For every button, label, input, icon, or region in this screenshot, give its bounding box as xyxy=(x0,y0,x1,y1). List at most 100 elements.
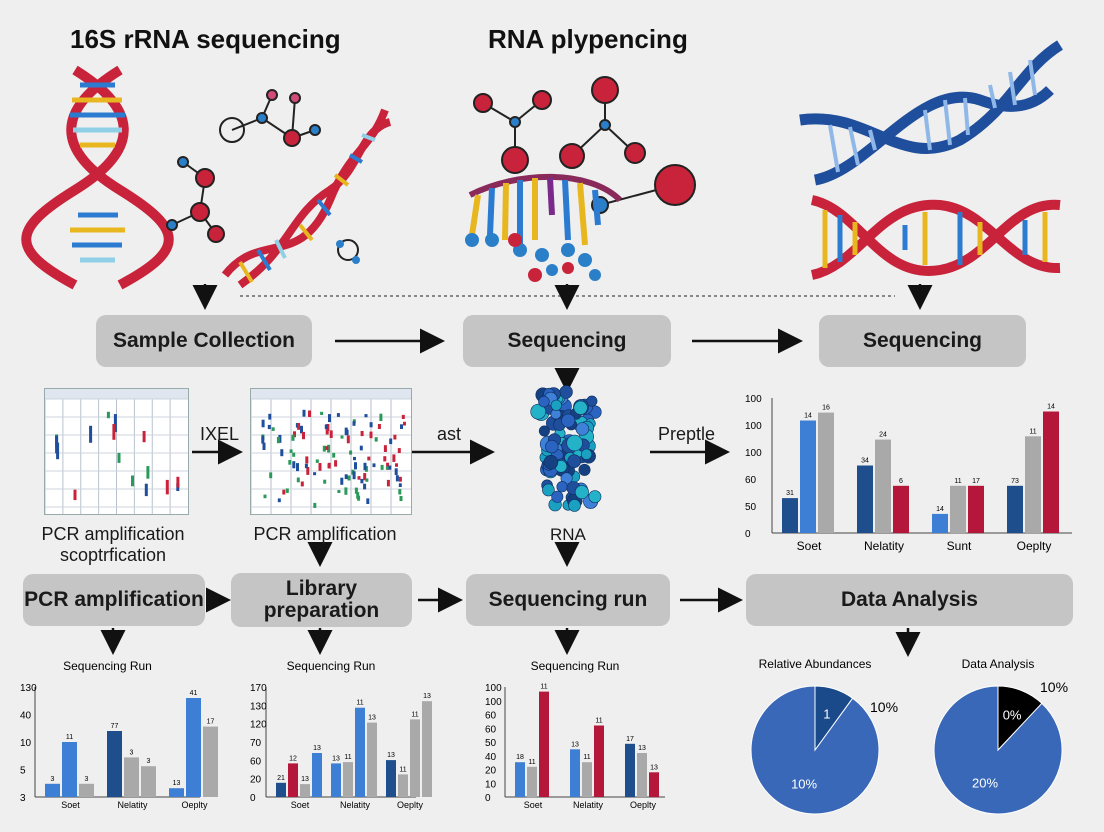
gel-band xyxy=(401,414,405,419)
step-sequencing-right[interactable]: Sequencing xyxy=(819,315,1026,367)
bar xyxy=(950,485,966,534)
bar-label: 11 xyxy=(344,754,351,761)
y-tick-label: 10 xyxy=(485,779,497,790)
arrow-label-ixel: IXEL xyxy=(200,424,240,444)
gel-band xyxy=(372,463,376,468)
y-tick-label: 100 xyxy=(745,448,762,459)
rna-sphere xyxy=(545,439,559,454)
gel-band xyxy=(352,471,356,480)
x-tick-label: Oeplty xyxy=(1017,539,1052,553)
gel2-caption: PCR amplification xyxy=(253,524,397,544)
y-tick-label: 60 xyxy=(745,475,757,486)
bar xyxy=(62,742,77,797)
rna-sphere xyxy=(530,403,547,420)
bar xyxy=(288,763,298,797)
bar-label: 13 xyxy=(423,693,431,700)
bar xyxy=(968,485,984,534)
bar-chart-1: 05060100100100311416Soet34246Nelatity141… xyxy=(745,394,1072,553)
y-tick-label: 40 xyxy=(485,752,497,763)
gel-band xyxy=(360,478,364,484)
step-pcr-amplification[interactable]: PCR amplification xyxy=(23,574,205,626)
bar xyxy=(300,784,310,797)
y-tick-label: 100 xyxy=(485,697,502,708)
bar-label: 11 xyxy=(1029,428,1036,435)
bar xyxy=(637,753,647,797)
bar-label: 17 xyxy=(207,719,215,726)
bar xyxy=(331,763,341,797)
gel-band xyxy=(106,411,110,419)
bar xyxy=(1043,411,1059,533)
gel-band xyxy=(324,424,328,430)
gel-band xyxy=(142,431,146,443)
gel-band xyxy=(315,459,319,463)
gel-band xyxy=(366,498,370,504)
rna-strand-icon xyxy=(465,173,623,282)
rna-sphere xyxy=(575,422,590,436)
gel-band xyxy=(347,475,351,481)
pie-slice xyxy=(750,685,880,815)
pie-slice-label: 0% xyxy=(1003,707,1022,722)
gel-band xyxy=(318,463,322,471)
bar-label: 11 xyxy=(540,684,547,691)
gel-band xyxy=(367,456,371,461)
gel-band xyxy=(276,437,280,444)
pie-outside-label: 10% xyxy=(870,699,898,715)
bar xyxy=(857,465,873,533)
bar xyxy=(800,420,816,533)
gel-band xyxy=(285,488,289,493)
gel-band xyxy=(113,414,117,432)
gel-band xyxy=(377,424,381,429)
gel-band xyxy=(344,474,348,480)
bar-label: 3 xyxy=(130,749,134,756)
gel-band xyxy=(89,425,93,443)
pie-slice-label: 1 xyxy=(823,707,830,722)
gel-band xyxy=(379,413,383,421)
pie-slice-label: 10% xyxy=(791,777,817,792)
bar-label: 41 xyxy=(190,690,198,697)
x-tick-label: Soet xyxy=(61,800,80,810)
gel-band xyxy=(263,494,267,499)
gel-band xyxy=(313,502,317,508)
x-tick-label: Nelatity xyxy=(117,800,148,810)
step-sequencing-run[interactable]: Sequencing run xyxy=(466,574,670,626)
step-sample-collection[interactable]: Sample Collection xyxy=(96,315,312,367)
gel-band xyxy=(346,435,350,444)
step-library-preparation[interactable]: Library preparation xyxy=(231,573,412,627)
rna-sphere xyxy=(573,400,588,415)
y-tick-label: 0 xyxy=(745,529,751,540)
step-sequencing-center[interactable]: Sequencing xyxy=(463,315,671,367)
bar xyxy=(782,498,798,533)
gel-band xyxy=(363,462,367,471)
chart-title: Sequencing Run xyxy=(63,659,152,673)
gel-band xyxy=(364,414,368,418)
bar xyxy=(124,757,139,797)
bar-label: 16 xyxy=(822,405,830,412)
gel-band xyxy=(380,464,384,470)
gel-band xyxy=(363,483,367,490)
bar xyxy=(107,731,122,797)
gel-band xyxy=(389,438,393,445)
bar xyxy=(875,439,891,533)
gel-band xyxy=(386,479,390,487)
gel-band xyxy=(336,413,340,417)
y-tick-label: 60 xyxy=(250,756,262,767)
gel-header xyxy=(251,389,411,399)
gel-band xyxy=(400,424,403,429)
y-tick-label: 3 xyxy=(20,793,26,804)
bar xyxy=(515,762,525,797)
step-data-analysis[interactable]: Data Analysis xyxy=(746,574,1073,626)
bar-label: 13 xyxy=(173,780,181,787)
bar-label: 24 xyxy=(879,432,887,439)
gel-band xyxy=(327,444,331,453)
y-tick-label: 5 xyxy=(20,766,26,777)
bar xyxy=(527,766,537,798)
gel-band xyxy=(117,452,121,463)
rna-sphere xyxy=(578,463,591,476)
title-rna: RNA plypencing xyxy=(488,24,688,54)
bar-label: 17 xyxy=(972,478,980,485)
bar xyxy=(203,726,218,797)
bar-label: 3 xyxy=(85,776,89,783)
y-tick-label: 60 xyxy=(485,724,497,735)
dna-helix-diagonal-icon xyxy=(221,108,392,289)
